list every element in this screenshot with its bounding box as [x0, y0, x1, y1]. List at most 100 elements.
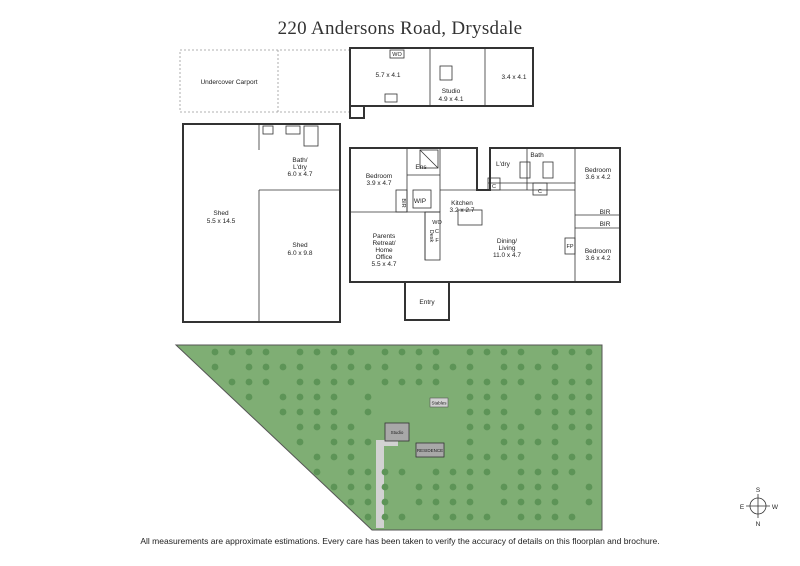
tree-icon — [466, 468, 474, 476]
cupboard3-label: C — [435, 229, 439, 235]
site-studio-label: Studio — [391, 430, 404, 435]
tree-icon — [296, 378, 304, 386]
tree-icon — [211, 363, 219, 371]
tree-icon — [483, 423, 491, 431]
tree-icon — [534, 468, 542, 476]
tree-icon — [432, 483, 440, 491]
tree-icon — [551, 453, 559, 461]
tree-icon — [483, 378, 491, 386]
tree-icon — [381, 483, 389, 491]
tree-icon — [228, 348, 236, 356]
tree-icon — [245, 348, 253, 356]
cupboard1-label: C — [492, 184, 496, 190]
wo-label: WO — [432, 220, 442, 226]
tree-icon — [381, 363, 389, 371]
bedroom2-dims: 3.6 x 4.2 — [586, 174, 611, 181]
studio-label: Studio — [442, 88, 461, 95]
tree-icon — [568, 348, 576, 356]
tree-icon — [245, 378, 253, 386]
tree-icon — [432, 468, 440, 476]
tree-icon — [211, 348, 219, 356]
tree-icon — [296, 423, 304, 431]
page-title: 220 Andersons Road, Drysdale — [277, 18, 523, 39]
tree-icon — [347, 363, 355, 371]
tree-icon — [313, 453, 321, 461]
tree-icon — [466, 363, 474, 371]
parents-dims: 5.5 x 4.7 — [372, 261, 397, 268]
tree-icon — [500, 363, 508, 371]
tree-icon — [568, 468, 576, 476]
compass: S E W N — [740, 487, 779, 528]
compass-s: S — [756, 487, 761, 494]
shed1-label: Shed — [213, 210, 229, 217]
tree-icon — [262, 378, 270, 386]
bir1-label: BIR — [400, 198, 406, 207]
dining-dims: 11.0 x 4.7 — [493, 252, 521, 259]
tree-icon — [483, 408, 491, 416]
tree-icon — [330, 393, 338, 401]
tree-icon — [534, 408, 542, 416]
tree-icon — [585, 498, 593, 506]
tree-icon — [313, 393, 321, 401]
tree-icon — [432, 378, 440, 386]
dining-label1: Dining/ — [497, 238, 517, 245]
residence-building: Bedroom 3.9 x 4.7 Ens WIP BIR L'dry Bath… — [349, 147, 621, 321]
tree-icon — [551, 468, 559, 476]
tree-icon — [466, 393, 474, 401]
tree-icon — [534, 483, 542, 491]
tree-icon — [568, 513, 576, 521]
tree-icon — [449, 483, 457, 491]
tree-icon — [551, 483, 559, 491]
tree-icon — [296, 438, 304, 446]
tree-icon — [347, 348, 355, 356]
tree-icon — [483, 453, 491, 461]
tree-icon — [432, 498, 440, 506]
tree-icon — [415, 348, 423, 356]
tree-icon — [347, 498, 355, 506]
bath-label: Bath — [530, 152, 544, 159]
stables-label: Stables — [431, 401, 447, 406]
wip-label: WIP — [414, 198, 426, 205]
tree-icon — [585, 408, 593, 416]
tree-icon — [585, 363, 593, 371]
tree-icon — [466, 498, 474, 506]
tree-icon — [330, 423, 338, 431]
tree-icon — [500, 483, 508, 491]
tree-icon — [313, 423, 321, 431]
tree-icon — [483, 393, 491, 401]
shed1-dims: 5.5 x 14.5 — [207, 218, 236, 225]
tree-icon — [551, 408, 559, 416]
cupboard2-label: C — [538, 189, 542, 195]
tree-icon — [296, 393, 304, 401]
tree-icon — [398, 348, 406, 356]
tree-icon — [534, 513, 542, 521]
tree-icon — [398, 378, 406, 386]
tree-icon — [330, 438, 338, 446]
tree-icon — [568, 453, 576, 461]
tree-icon — [534, 393, 542, 401]
tree-icon — [296, 408, 304, 416]
studio-building: WO 5.7 x 4.1 Studio 4.9 x 4.1 3.4 x 4.1 — [349, 47, 534, 119]
studio-dims: 4.9 x 4.1 — [439, 96, 464, 103]
tree-icon — [347, 378, 355, 386]
driveway — [376, 440, 384, 528]
tree-icon — [517, 438, 525, 446]
tree-icon — [500, 498, 508, 506]
tree-icon — [551, 513, 559, 521]
tree-icon — [534, 363, 542, 371]
tree-icon — [432, 513, 440, 521]
tree-icon — [398, 468, 406, 476]
tree-icon — [347, 453, 355, 461]
tree-icon — [364, 438, 372, 446]
tree-icon — [313, 468, 321, 476]
tree-icon — [483, 348, 491, 356]
tree-icon — [551, 423, 559, 431]
entry-label: Entry — [419, 299, 435, 306]
tree-icon — [364, 468, 372, 476]
tree-icon — [449, 498, 457, 506]
tree-icon — [347, 438, 355, 446]
bedroom1-label: Bedroom — [366, 173, 392, 180]
carport-area: Undercover Carport — [179, 49, 351, 113]
tree-icon — [432, 363, 440, 371]
tree-icon — [364, 483, 372, 491]
